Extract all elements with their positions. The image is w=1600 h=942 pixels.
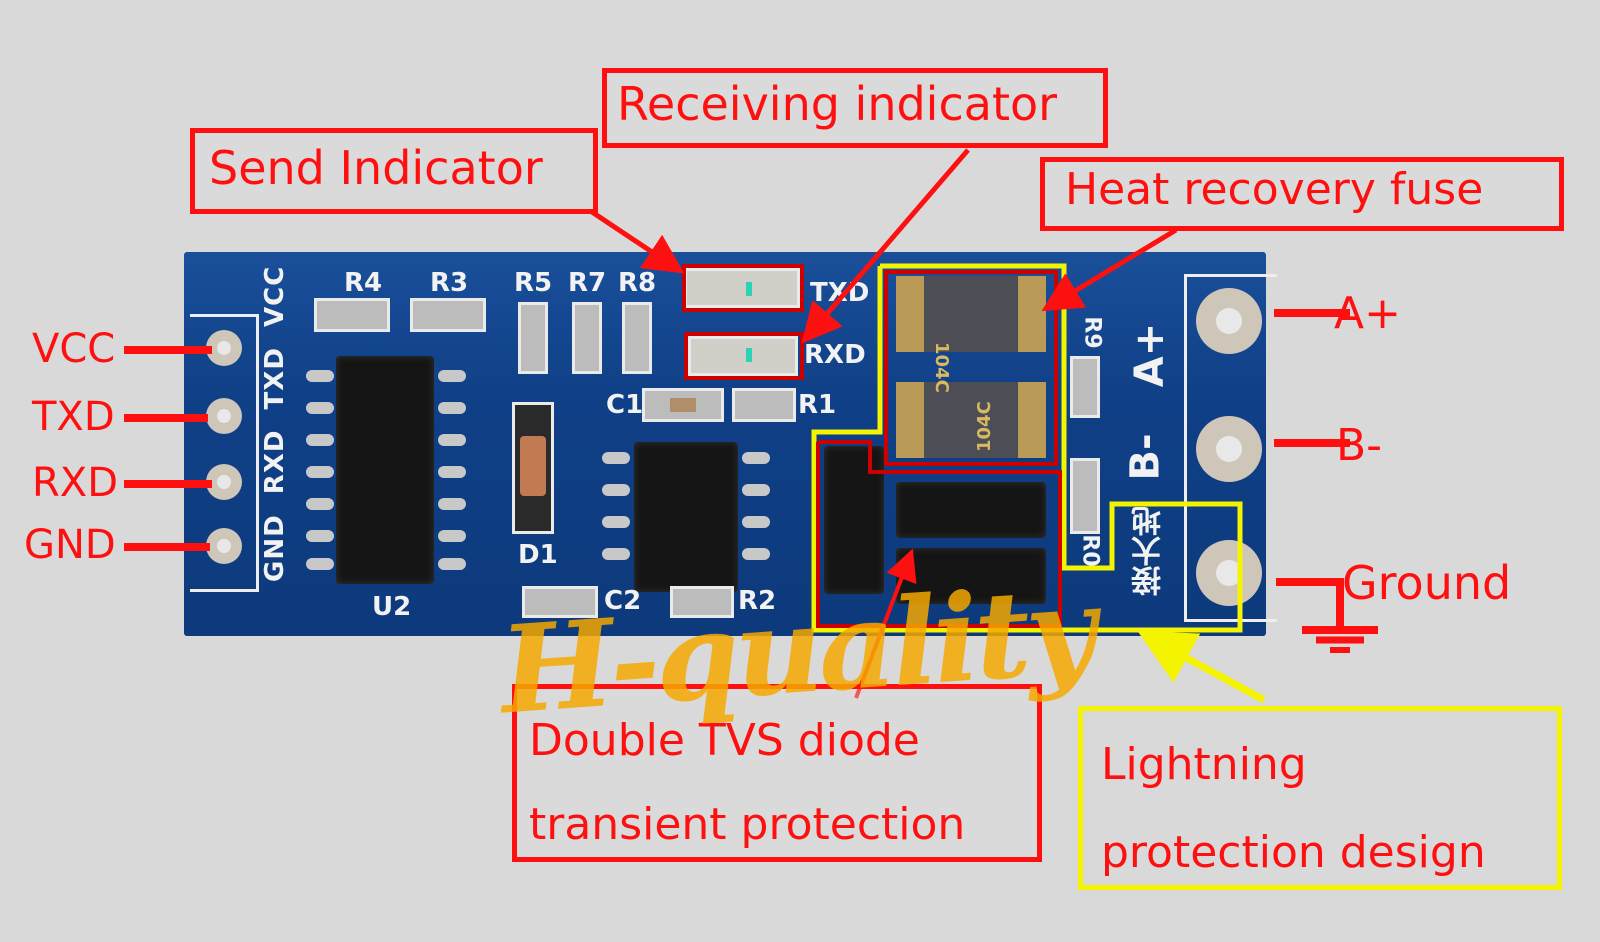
ic-pin [602, 516, 630, 528]
ic-pin [438, 370, 466, 382]
ic-pin [438, 434, 466, 446]
pin-hole-txd [206, 398, 242, 434]
ic-pin [742, 484, 770, 496]
pin-label-gnd: GND [24, 522, 116, 568]
terminal-hole-a [1196, 288, 1262, 354]
pin-label-a-plus: A+ [1334, 288, 1401, 339]
resistor-r3 [410, 298, 486, 332]
ic-transceiver [634, 442, 738, 592]
highlight-fuse-yellow [811, 263, 1243, 633]
terminal-hole-b [1196, 416, 1262, 482]
highlight-led-txd [682, 264, 804, 312]
capacitor-c2 [522, 586, 598, 618]
ic-u2 [336, 356, 434, 584]
callout-lightning-protection: Lightning protection design [1078, 706, 1562, 890]
ic-pin [306, 498, 334, 510]
arrow-receiving-indicator [801, 148, 970, 344]
ic-pin [742, 516, 770, 528]
ic-pin [438, 402, 466, 414]
silk-r3: R3 [430, 268, 469, 298]
ic-pin [602, 484, 630, 496]
resistor-r7 [572, 302, 602, 374]
pin-label-vcc: VCC [32, 326, 116, 372]
resistor-r2 [670, 586, 734, 618]
ic-pin [602, 452, 630, 464]
silk-r2: R2 [738, 586, 777, 616]
callout-heat-recovery-fuse: Heat recovery fuse [1040, 157, 1564, 231]
ic-pin [742, 548, 770, 560]
fuse-2 [896, 382, 1046, 458]
capacitor-c1-body [670, 398, 696, 412]
silk-c2: C2 [604, 586, 642, 616]
callout-tvs-diode: Double TVS diode transient protection [512, 684, 1042, 862]
led-txd-green [746, 282, 752, 296]
resistor-r0 [1070, 458, 1100, 534]
diode-d1-body [520, 436, 546, 496]
silk-r1: R1 [798, 390, 837, 420]
silk-c1: C1 [606, 390, 644, 420]
silk-d1: D1 [518, 540, 558, 570]
pin-line-ground [1276, 578, 1344, 630]
pin-label-rxd: RXD [32, 460, 118, 506]
ic-pin [306, 558, 334, 570]
resistor-r8 [622, 302, 652, 374]
ic-pin [742, 452, 770, 464]
tvs-diode-top [896, 482, 1046, 538]
ic-pin [306, 530, 334, 542]
callout-send-indicator-text: Send Indicator [209, 141, 543, 195]
led-txd [684, 268, 800, 308]
ic-pin [438, 558, 466, 570]
arrow-send-indicator [590, 209, 685, 274]
highlight-fuses [884, 270, 1058, 466]
highlight-tvs [816, 440, 1062, 628]
pin-label-txd: TXD [32, 394, 115, 440]
resistor-r5 [518, 302, 548, 374]
arrow-tvs [854, 548, 917, 699]
ic-pin [438, 498, 466, 510]
led-rxd-green [746, 348, 752, 362]
callout-lightning-line1: Lightning [1101, 739, 1307, 790]
silk-u2: U2 [372, 592, 412, 622]
resistor-r9 [1070, 356, 1100, 418]
silk-r4: R4 [344, 268, 383, 298]
callout-heat-recovery-fuse-text: Heat recovery fuse [1065, 164, 1484, 215]
silk-r7: R7 [568, 268, 607, 298]
ic-pin [306, 466, 334, 478]
resistor-r1 [732, 388, 796, 422]
ic-pin [306, 402, 334, 414]
tvs-diode-bottom [896, 548, 1046, 604]
silk-led-rxd: RXD [804, 340, 866, 370]
led-rxd [688, 336, 798, 376]
pcb-board: GND RXD TXD VCC U2 R4 R3 R5 R7 R8 TXD RX… [184, 252, 1277, 636]
arrow-heat-fuse [1041, 227, 1178, 312]
arrow-lightning [1137, 631, 1266, 704]
ic-pin [306, 370, 334, 382]
ic-pin [438, 466, 466, 478]
header-outline [190, 314, 259, 592]
highlight-led-rxd [684, 332, 804, 380]
callout-receiving-indicator: Receiving indicator [602, 68, 1108, 148]
pin-label-ground: Ground [1342, 556, 1512, 610]
fuse-1 [896, 276, 1046, 352]
callout-lightning-line2: protection design [1101, 827, 1486, 878]
callout-tvs-line2: transient protection [529, 799, 966, 850]
ic-pin [306, 434, 334, 446]
ic-pin [602, 548, 630, 560]
callout-send-indicator: Send Indicator [190, 128, 598, 214]
callout-receiving-indicator-text: Receiving indicator [617, 77, 1058, 131]
pin-hole-gnd [206, 528, 242, 564]
pin-label-b-minus: B- [1336, 420, 1383, 471]
silk-r5: R5 [514, 268, 553, 298]
callout-tvs-line1: Double TVS diode [529, 715, 920, 766]
ic-pin [438, 530, 466, 542]
resistor-r4 [314, 298, 390, 332]
terminal-outline [1184, 274, 1277, 622]
